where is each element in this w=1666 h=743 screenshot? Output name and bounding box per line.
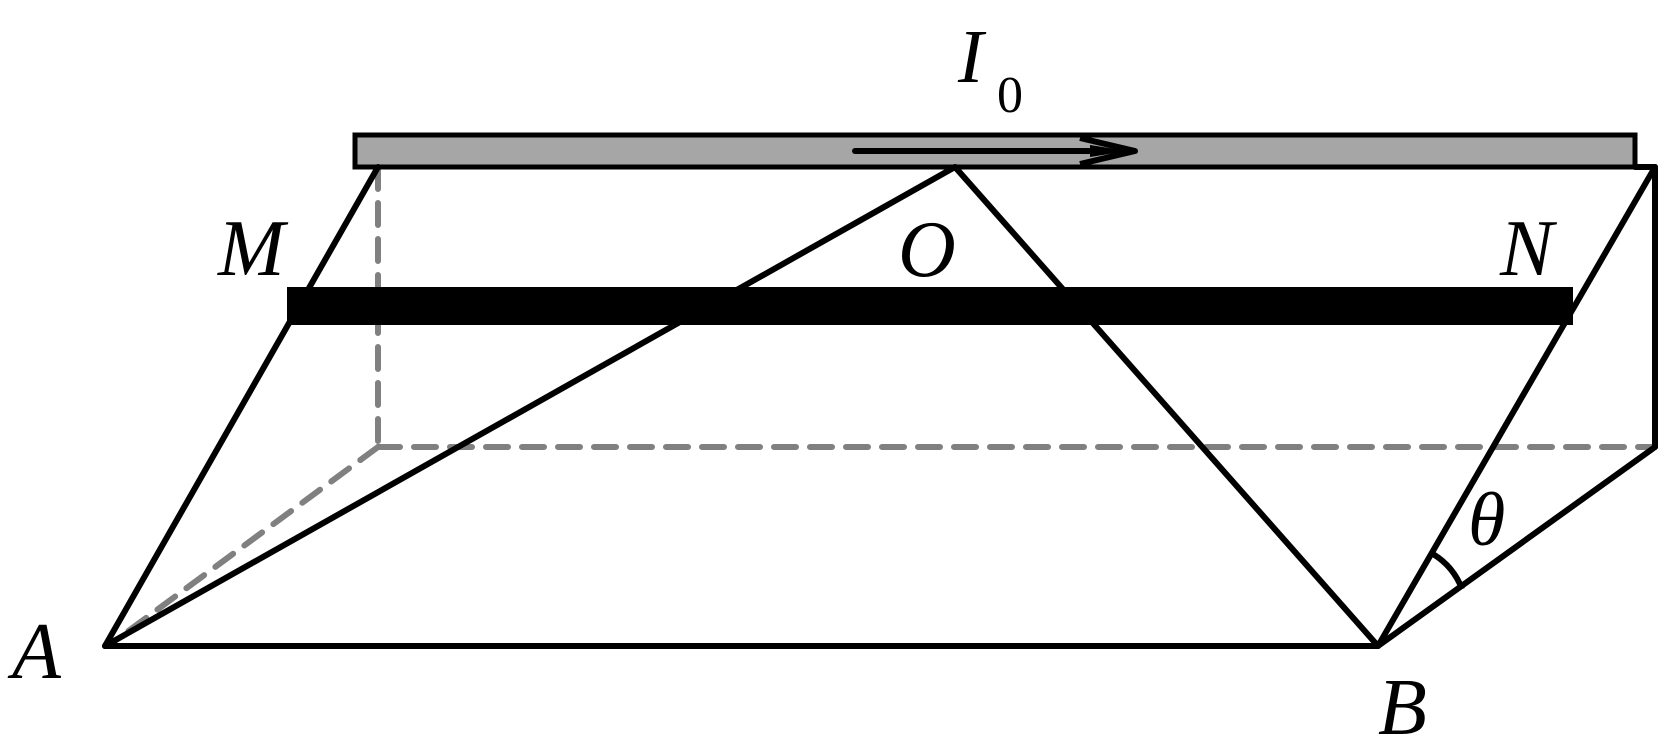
point-label-b: B: [1378, 664, 1427, 743]
point-label-a: A: [7, 608, 62, 696]
edge-right-incline: [1375, 164, 1658, 649]
conducting-rod-mn: [287, 287, 1573, 325]
point-label-o: O: [898, 206, 956, 294]
hidden-edge-left-bottom: [105, 444, 381, 649]
edge-left-incline: [102, 164, 381, 649]
angle-arc: [1431, 551, 1465, 591]
angle-label-theta: θ: [1468, 478, 1505, 562]
point-label-n: N: [1499, 205, 1558, 293]
current-direction-arrow: [852, 135, 1138, 167]
current-subscript: 0: [997, 67, 1023, 124]
hidden-edges: [105, 164, 1658, 649]
line-o-to-a: [102, 164, 958, 649]
point-label-m: M: [217, 205, 289, 293]
solid-edges: [102, 164, 1658, 649]
line-o-to-b: [952, 164, 1381, 649]
edge-right-bottom: [1375, 444, 1658, 649]
current-label: I: [957, 15, 987, 99]
